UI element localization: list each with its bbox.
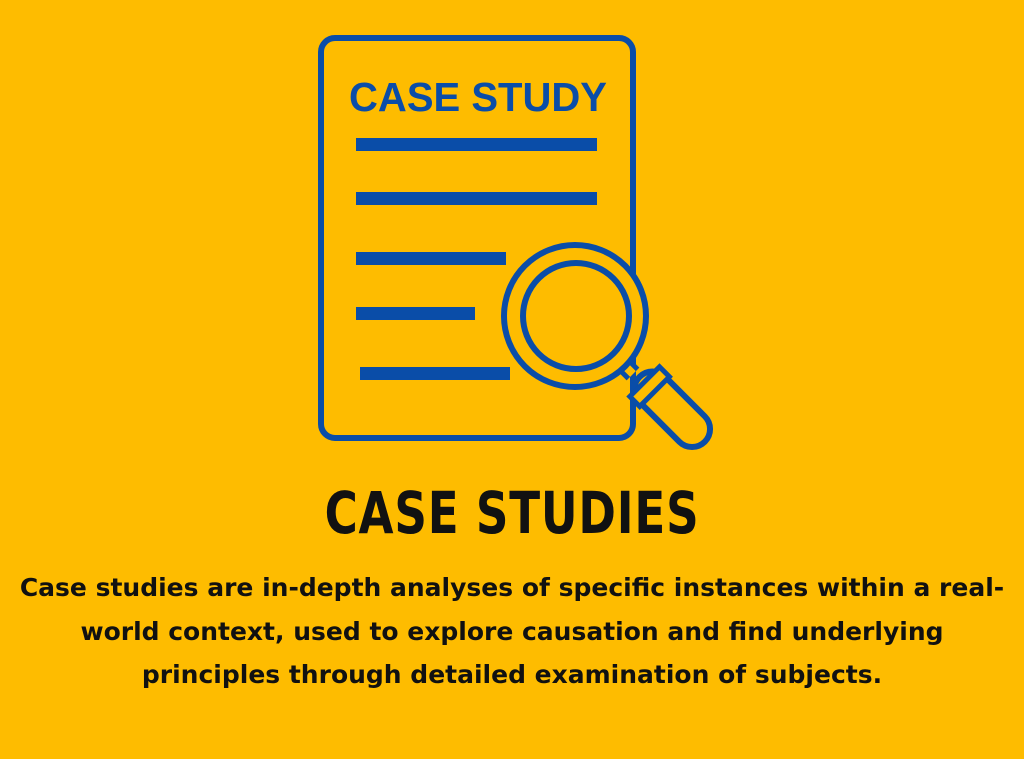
text-line xyxy=(356,252,506,265)
text-line xyxy=(356,192,597,205)
text-line xyxy=(356,307,475,320)
text-line xyxy=(356,138,597,151)
case-study-document-icon: CASE STUDY xyxy=(318,35,714,451)
page-title: CASE STUDIES xyxy=(324,479,700,547)
document-text-lines xyxy=(356,138,597,380)
description-text: Case studies are in-depth analyses of sp… xyxy=(19,573,1005,689)
text-line xyxy=(360,367,510,380)
document-outline xyxy=(318,35,636,441)
document-label: CASE STUDY xyxy=(349,74,607,120)
magnifier-icon xyxy=(501,242,714,451)
